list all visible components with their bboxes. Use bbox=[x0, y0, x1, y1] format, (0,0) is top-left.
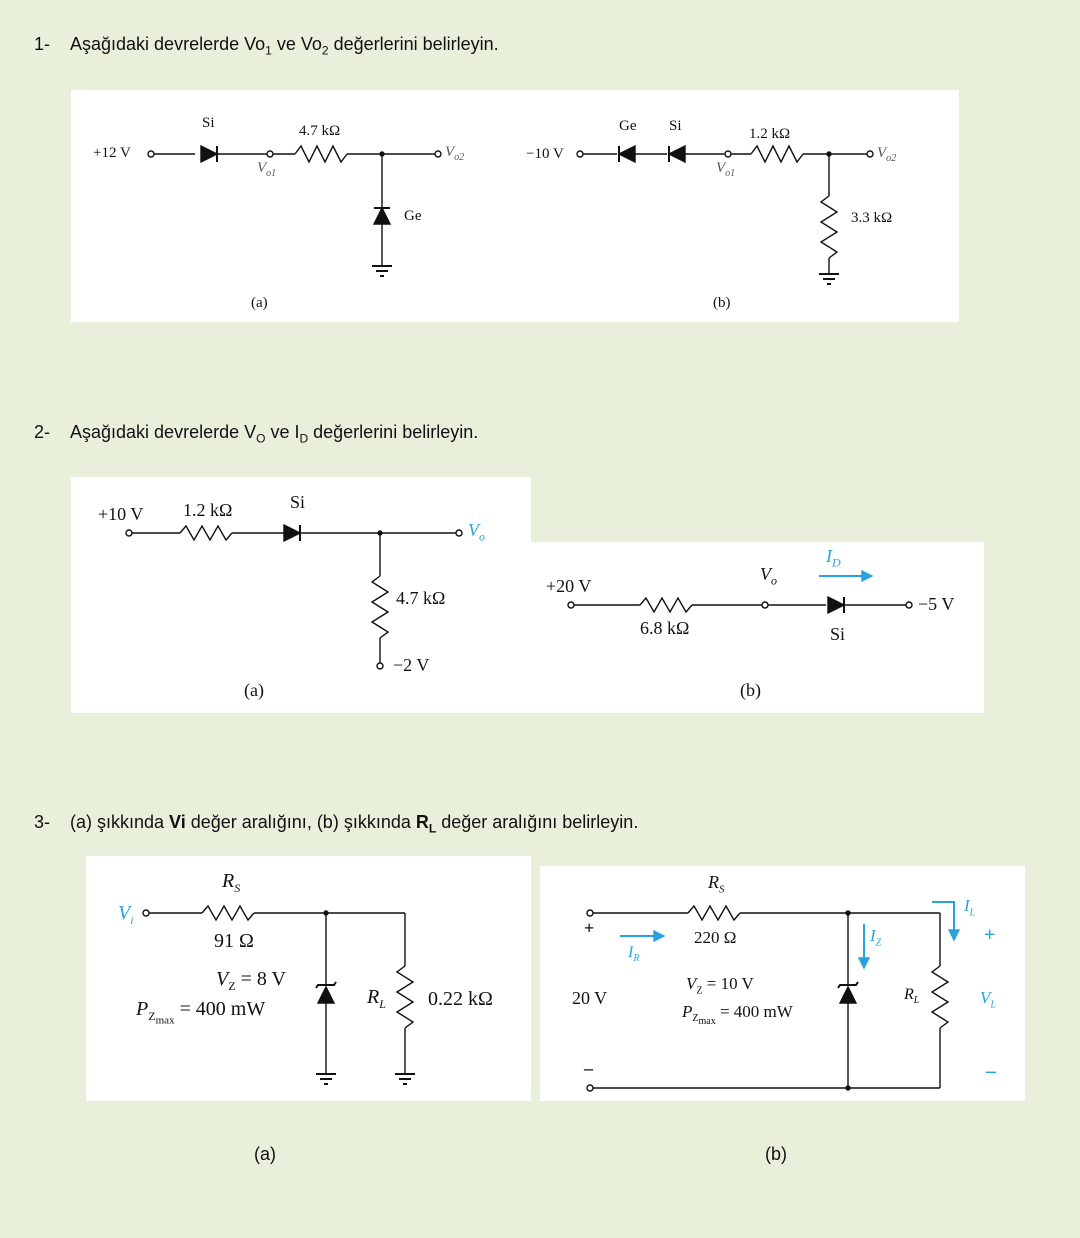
c2a-source-label: +10 V bbox=[98, 504, 144, 524]
c3a-pz-label: PZmax = 400 mW bbox=[136, 998, 266, 1027]
c2a-vo-label: Vo bbox=[468, 520, 485, 544]
c2a-resistor2-label: 4.7 kΩ bbox=[396, 588, 446, 608]
c2b-id-label: ID bbox=[826, 546, 841, 570]
circuit-panel-1: +12 V Si 4.7 kΩ Vo1 Vo2 Ge (a) −10 V Ge … bbox=[71, 90, 959, 322]
c3b-iz-label: IZ bbox=[870, 926, 882, 949]
question-2: 2-Aşağıdaki devrelerde VO ve ID değerler… bbox=[34, 422, 479, 446]
c3b-rl-label: RL bbox=[904, 986, 920, 1007]
c3b-rs-label: RS bbox=[708, 872, 725, 896]
c1a-diode2-label: Ge bbox=[404, 208, 422, 224]
c1b-diode1-label: Ge bbox=[619, 118, 637, 134]
c3a-rs-value: 91 Ω bbox=[214, 930, 254, 952]
c1b-resistor1-label: 1.2 kΩ bbox=[749, 126, 791, 142]
circuit-3-diagram bbox=[142, 901, 961, 1092]
c3b-pz-label: PZmax = 400 mW bbox=[682, 1002, 793, 1028]
question-number: 3- bbox=[34, 812, 51, 832]
circuit-panel-3a bbox=[86, 856, 531, 1101]
question-1: 1-Aşağıdaki devrelerde Vo1 ve Vo2 değerl… bbox=[34, 34, 499, 58]
c1b-diode2-label: Si bbox=[669, 118, 682, 134]
c1a-diode1-label: Si bbox=[202, 115, 215, 131]
c3b-plus: + bbox=[584, 918, 595, 938]
c1b-resistor2-label: 3.3 kΩ bbox=[851, 210, 893, 226]
c2b-diode-label: Si bbox=[830, 624, 846, 644]
c3b-vz-label: VZ = 10 V bbox=[686, 974, 754, 997]
circuit-panel-3b bbox=[540, 866, 1025, 1101]
c3a-rl-label: RL bbox=[367, 986, 386, 1011]
circuit-2-diagram bbox=[125, 523, 913, 670]
c1a-source-label: +12 V bbox=[93, 145, 131, 161]
c2a-bottom-label: −2 V bbox=[393, 655, 430, 675]
c3a-vz-label: VZ = 8 V bbox=[216, 968, 286, 993]
c1a-vo2-label: Vo2 bbox=[445, 144, 465, 163]
c3a-rs-label: RS bbox=[222, 870, 241, 895]
question-number: 1- bbox=[34, 34, 51, 54]
c1b-caption: (b) bbox=[713, 295, 731, 311]
c1a-vo1-label: Vo1 bbox=[257, 160, 277, 179]
c3b-ir-label: IR bbox=[628, 944, 640, 965]
c3b-source-label: 20 V bbox=[572, 988, 608, 1008]
c3b-il-label: IL bbox=[964, 896, 976, 919]
c3b-caption: (b) bbox=[765, 1144, 787, 1164]
c1b-vo1-label: Vo1 bbox=[716, 160, 736, 179]
c2b-resistor-label: 6.8 kΩ bbox=[640, 618, 690, 638]
c2a-resistor1-label: 1.2 kΩ bbox=[183, 500, 233, 520]
c1a-resistor-label: 4.7 kΩ bbox=[299, 123, 341, 139]
c3b-vl-minus: – bbox=[986, 1060, 996, 1082]
c2b-vo-label: Vo bbox=[760, 564, 777, 588]
c2a-caption: (a) bbox=[244, 680, 264, 700]
circuit-1-diagram bbox=[147, 144, 874, 285]
c3b-rs-value: 220 Ω bbox=[694, 928, 737, 947]
c3b-vl-plus: + bbox=[984, 924, 996, 946]
c3a-caption: (a) bbox=[254, 1144, 276, 1164]
c3b-vl-label: VL bbox=[980, 988, 996, 1011]
circuit-panel-2b bbox=[531, 542, 984, 713]
question-number: 2- bbox=[34, 422, 51, 442]
c3a-vi-label: Vi bbox=[118, 902, 134, 927]
c3b-minus: – bbox=[584, 1058, 593, 1078]
circuit-panel-2a bbox=[71, 477, 531, 713]
question-3: 3-(a) şıkkında Vi değer aralığını, (b) ş… bbox=[34, 812, 639, 836]
c2b-source-label: +20 V bbox=[546, 576, 592, 596]
c3a-rl-value: 0.22 kΩ bbox=[428, 988, 493, 1010]
c1a-caption: (a) bbox=[251, 295, 268, 311]
c1b-source-label: −10 V bbox=[526, 146, 564, 162]
c2b-right-label: −5 V bbox=[918, 594, 955, 614]
c1b-vo2-label: Vo2 bbox=[877, 145, 897, 164]
c2b-caption: (b) bbox=[740, 680, 761, 700]
c2a-diode-label: Si bbox=[290, 492, 306, 512]
